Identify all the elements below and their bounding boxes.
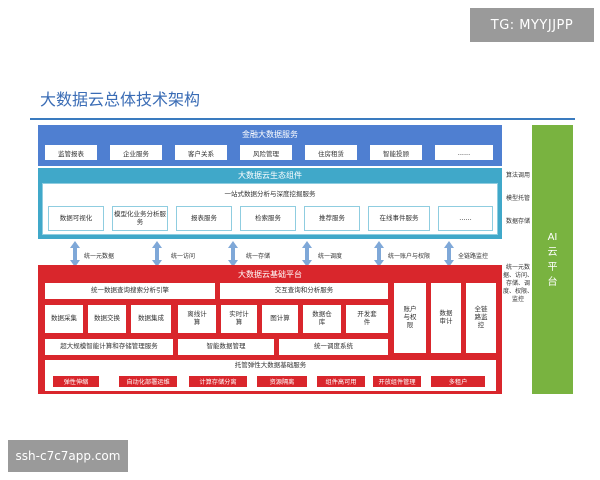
base-module: 数据仓库	[303, 305, 341, 333]
base-module: 图计算	[262, 305, 298, 333]
finance-item: 住房租赁	[305, 145, 357, 160]
elastic-item: 开放组件管理	[372, 375, 422, 388]
connector-label: 统一访问	[171, 253, 196, 260]
base-module: 数据集成	[131, 305, 171, 333]
ecosystem-item: 模型化业务分析服务	[112, 206, 168, 231]
elastic-item: 多租户	[430, 375, 486, 388]
double-arrow-icon	[374, 241, 384, 267]
side-label-storage: 数据存储	[505, 218, 530, 225]
ecosystem-title: 大数据云生态组件	[238, 171, 302, 180]
watermark-top: TG: MYYJJPP	[470, 8, 594, 42]
unified-scheduler: 统一调度系统	[279, 339, 388, 355]
finance-item: 企业服务	[110, 145, 162, 160]
finance-item: 客户关系	[175, 145, 227, 160]
ecosystem-item: 检索服务	[240, 206, 296, 231]
finance-title: 金融大数据服务	[242, 129, 298, 139]
query-engine: 统一数据查询搜索分析引擎	[45, 283, 215, 299]
double-arrow-icon	[152, 241, 162, 267]
elastic-item: 计算存储分离	[188, 375, 248, 388]
finance-item: 风险管理	[240, 145, 292, 160]
ecosystem-item: 报表服务	[176, 206, 232, 231]
side-label-algo: 算法调用	[505, 172, 530, 179]
watermark-bottom: ssh-c7c7app.com	[8, 440, 128, 472]
base-module: 离线计算	[178, 305, 216, 333]
elastic-item: 弹性伸缩	[52, 375, 100, 388]
double-arrow-icon	[302, 241, 312, 267]
side-label-model: 模型托管	[505, 195, 530, 202]
side-label-unified: 统一元数据、访问、存储、调度、权限、监控	[503, 264, 534, 304]
connector-label: 统一存储	[246, 253, 271, 260]
ai-platform-label: AI云平台	[547, 231, 558, 288]
base-module: 开发套件	[346, 305, 388, 333]
elastic-item: 组件高可用	[316, 375, 366, 388]
ecosystem-item: 推荐服务	[304, 206, 360, 231]
connector-label: 统一元数据	[84, 253, 115, 260]
finance-item: 智能投顾	[370, 145, 422, 160]
connector-label: 统一账户与权限	[388, 253, 431, 260]
data-audit: 数据审计	[431, 283, 461, 353]
account-permission: 账户与权限	[394, 283, 426, 353]
ecosystem-item: ......	[438, 206, 493, 231]
base-module: 实时计算	[221, 305, 257, 333]
double-arrow-icon	[444, 241, 454, 267]
base-module: 数据交换	[88, 305, 126, 333]
base-module: 数据采集	[45, 305, 83, 333]
page-title: 大数据云总体技术架构	[40, 90, 201, 109]
ecosystem-subtitle: 一站式数据分析与深度挖掘服务	[224, 190, 316, 198]
connector-label: 统一调度	[318, 253, 343, 260]
intelligent-data-mgmt: 智能数据管理	[178, 339, 274, 355]
ai-platform-band: AI云平台	[532, 125, 573, 394]
elastic-item: 资源隔离	[256, 375, 308, 388]
double-arrow-icon	[70, 241, 80, 267]
connector-label: 全链路监控	[458, 253, 489, 260]
interactive-query: 交互查询和分析服务	[220, 283, 388, 299]
elastic-item: 自动化部署运维	[118, 375, 178, 388]
ecosystem-item: 数据可视化	[48, 206, 104, 231]
finance-item: 监管报表	[45, 145, 97, 160]
double-arrow-icon	[228, 241, 238, 267]
title-divider	[30, 118, 575, 120]
full-link-monitor: 全链路监控	[466, 283, 496, 353]
finance-item: ......	[435, 145, 493, 160]
base-title: 大数据云基础平台	[238, 269, 302, 279]
large-scale-compute: 超大规模智能计算和存储管理服务	[45, 339, 173, 355]
ecosystem-item: 在线事件服务	[368, 206, 430, 231]
